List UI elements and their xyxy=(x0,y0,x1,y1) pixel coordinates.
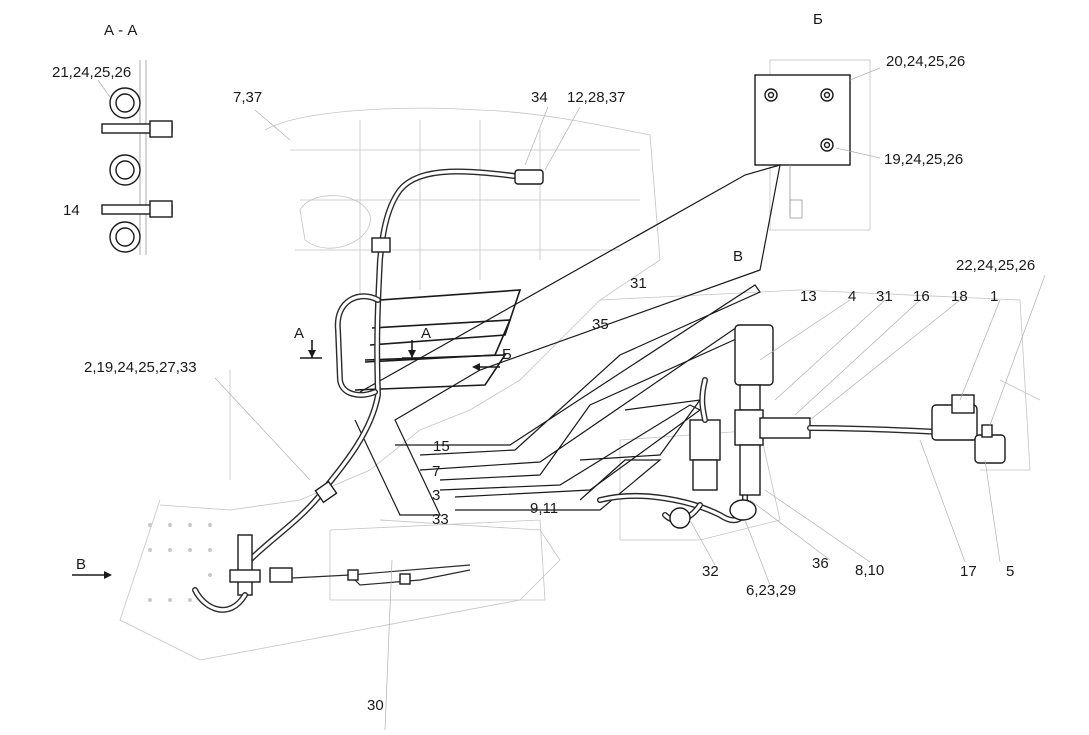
background-machinery xyxy=(119,59,1041,661)
section-mark-a-right: А xyxy=(421,325,432,342)
callout-36: 36 xyxy=(812,555,829,572)
callout-13: 13 xyxy=(800,288,817,305)
plate-dots xyxy=(148,523,212,602)
view-mark-b: Б xyxy=(502,346,512,363)
callout-21-24-25-26: 21,24,25,26 xyxy=(52,64,132,81)
callout-34: 34 xyxy=(531,89,548,106)
callout-18: 18 xyxy=(951,288,968,305)
callout-15: 15 xyxy=(433,438,450,455)
callout-32: 32 xyxy=(702,563,719,580)
callout-9-11: 9,11 xyxy=(530,500,559,517)
callout-31b: 31 xyxy=(876,288,893,305)
callout-33: 33 xyxy=(432,511,449,528)
callout-8-10: 8,10 xyxy=(855,562,885,579)
callout-22-24-25-26: 22,24,25,26 xyxy=(956,257,1036,274)
callout-12-28-37: 12,28,37 xyxy=(567,89,626,106)
callout-2-19-24-25-27-33: 2,19,24,25,27,33 xyxy=(84,359,197,376)
callout-30: 30 xyxy=(367,697,384,714)
callout-20-24-25-26: 20,24,25,26 xyxy=(886,53,966,70)
callout-16: 16 xyxy=(913,288,930,305)
section-mark-a-left: А xyxy=(294,325,305,342)
callout-7-37: 7,37 xyxy=(233,89,263,106)
callout-19-24-25-26: 19,24,25,26 xyxy=(884,151,964,168)
section-aa-clamp xyxy=(97,60,173,255)
callout-17: 17 xyxy=(960,563,977,580)
view-b-title: Б xyxy=(813,11,823,28)
section-aa-title: А - А xyxy=(104,22,138,39)
callout-6-23-29: 6,23,29 xyxy=(746,582,797,599)
view-mark-v-left: В xyxy=(76,556,87,573)
callout-7: 7 xyxy=(432,463,441,480)
callout-1: 1 xyxy=(990,288,999,305)
view-b-bracket xyxy=(754,67,881,219)
callout-14: 14 xyxy=(63,202,80,219)
callout-v-upper: В xyxy=(733,248,744,265)
callout-4: 4 xyxy=(848,288,857,305)
callout-5: 5 xyxy=(1006,563,1015,580)
callout-3: 3 xyxy=(432,487,441,504)
section-arrows xyxy=(72,340,500,579)
callout-35: 35 xyxy=(592,316,609,333)
leader-lines xyxy=(214,106,1046,731)
hose-assembly xyxy=(192,168,1006,613)
callout-31a: 31 xyxy=(630,275,647,292)
